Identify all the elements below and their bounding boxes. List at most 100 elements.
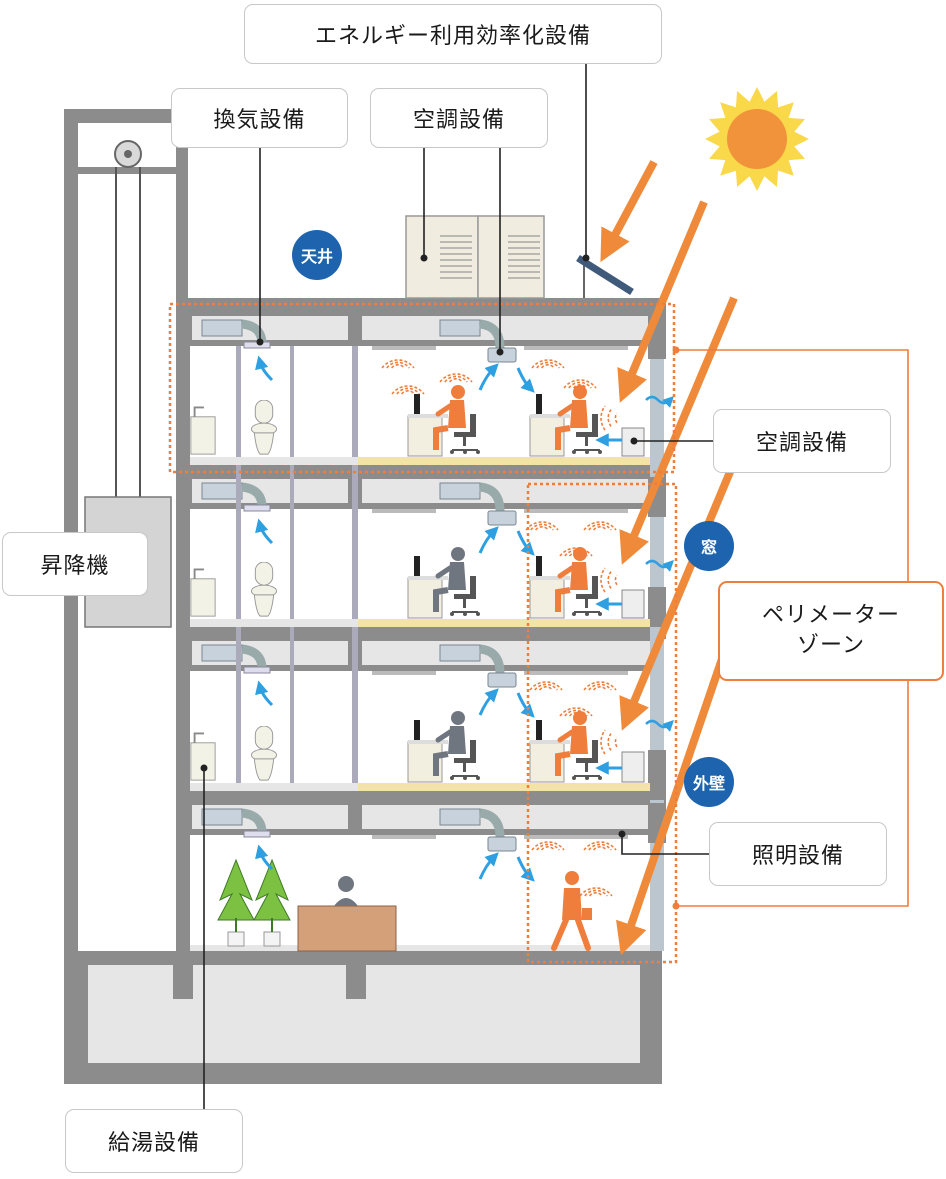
light-fixture-a-0	[372, 346, 436, 350]
restroom-stall-wall	[236, 346, 241, 791]
ventilation-equipment-label: 換気設備	[171, 88, 348, 148]
worker-1b-desktop	[530, 740, 570, 744]
light-fixture-b-3	[524, 835, 628, 839]
vent-duct-unit-3	[201, 808, 243, 826]
vent-airflow-2	[255, 680, 274, 707]
worker-1b	[529, 711, 603, 783]
vent-airflow-0	[255, 355, 274, 382]
heat-wave-0-arc-0	[390, 364, 406, 369]
worker-2a	[407, 547, 481, 619]
heat-wave-12-arc-1	[588, 843, 612, 851]
solar-arrow-2	[619, 296, 738, 565]
leader-dot-8	[672, 902, 680, 910]
office-floor-0	[358, 457, 650, 465]
perimeter-zone-line2: ゾーン	[797, 633, 865, 658]
heat-wave-6-arc-1	[588, 523, 612, 531]
light-fixture-a-3	[372, 835, 436, 839]
heat-wave-2	[391, 385, 425, 395]
heat-wave-fc-3	[600, 405, 618, 431]
worker-3a-arm	[435, 403, 453, 417]
floor-slab-2	[176, 627, 666, 639]
worker-1a	[407, 711, 481, 783]
roof-slab	[176, 298, 666, 314]
worker-3a	[407, 385, 481, 457]
heat-wave-6	[583, 521, 617, 531]
heat-wave-0	[381, 359, 415, 369]
lobby-plant-left-leaves	[217, 858, 255, 921]
hvac-duct-unit-3	[439, 808, 481, 826]
worker-1a-leg	[433, 751, 449, 776]
heat-wave-12	[583, 841, 617, 851]
reception-desk	[297, 905, 397, 952]
heat-wave-4-arc-0	[572, 384, 588, 389]
hvac-duct-unit-0	[439, 319, 481, 337]
heat-wave-5-arc-1	[530, 523, 554, 531]
heat-wave-13-arc-0	[588, 892, 604, 897]
leader-dot-7	[672, 346, 680, 354]
heat-wave-13	[579, 887, 613, 897]
light-fixture-a-1	[372, 509, 436, 513]
worker-3a-torso	[448, 400, 466, 428]
lighting-leader-line	[621, 834, 709, 855]
worker-2a-monitor	[414, 556, 420, 576]
light-fixture-b-1	[524, 509, 628, 513]
hot-water-equipment-label: 給湯設備	[65, 1109, 243, 1173]
worker-1a-head	[451, 711, 465, 725]
window-heat-loss-3	[645, 395, 674, 408]
worker-2b-torso	[570, 562, 588, 590]
worker-2b-leg	[555, 587, 571, 612]
lobby-plant-right	[253, 858, 291, 947]
heat-wave-7-arc-1	[564, 549, 588, 557]
heat-wave-10-arc-1	[564, 709, 588, 717]
lobby-plant-right-pot	[263, 931, 281, 947]
hvac-airflow-right-0	[516, 367, 535, 393]
heat-wave-fc-1-arc-2	[600, 729, 606, 755]
window-heat-loss-2	[645, 559, 674, 572]
heat-wave-8	[529, 681, 563, 691]
solar-arrow-1	[617, 200, 708, 403]
leader-dot-3	[496, 348, 504, 356]
ceiling-space-right-3	[362, 805, 650, 829]
worker-1b-monitor	[536, 720, 542, 740]
hvac-diffuser-3	[487, 836, 517, 852]
worker-2b-arm	[557, 565, 575, 579]
worker-1a-torso	[448, 726, 466, 754]
vent-airflow-1	[255, 518, 274, 545]
ceiling-space-right-2	[362, 641, 650, 665]
elevator-machine-floor	[78, 167, 176, 174]
heat-wave-12-arc-0	[592, 846, 608, 851]
heat-wave-fc-2-arc-2	[600, 567, 606, 593]
worker-3a-desktop	[408, 414, 448, 418]
hvac-airflow-left-0	[478, 363, 499, 391]
heat-wave-fc-3-arc-1	[607, 409, 612, 427]
worker-1a-monitor	[414, 720, 420, 740]
ceiling-line-3	[190, 829, 650, 835]
worker-3b	[529, 385, 603, 457]
hvac-airflow-left-2	[478, 688, 499, 716]
fan-coil-unit-2	[621, 589, 645, 619]
heat-wave-10-arc-0	[568, 712, 584, 717]
heat-wave-3-arc-0	[448, 378, 464, 383]
light-fixture-b-0	[524, 346, 628, 350]
worker-1a-arm	[435, 729, 453, 743]
heat-wave-11-arc-1	[536, 843, 560, 851]
vent-diffuser-3	[243, 830, 271, 838]
receptionist-body	[334, 898, 358, 906]
hvac-equipment-right-label: 空調設備	[713, 409, 891, 473]
worker-2b-desktop	[530, 576, 570, 580]
worker-2a-head	[451, 547, 465, 561]
worker-1b-head	[573, 711, 587, 725]
worker-3a-head	[451, 385, 465, 399]
sink-1	[189, 732, 217, 782]
ceiling-line-2	[190, 665, 650, 671]
fan-coil-unit-1	[621, 751, 645, 783]
hvac-airflow-left-1	[478, 526, 499, 554]
worker-3b-torso	[570, 400, 588, 428]
leader-dot-2	[256, 338, 264, 346]
hvac-diffuser-1	[487, 510, 517, 526]
heat-wave-5	[525, 521, 559, 531]
heat-wave-3-arc-1	[444, 375, 468, 383]
heat-wave-11	[531, 841, 565, 851]
perimeter-zone-label: ペリメーター ゾーン	[718, 581, 944, 681]
